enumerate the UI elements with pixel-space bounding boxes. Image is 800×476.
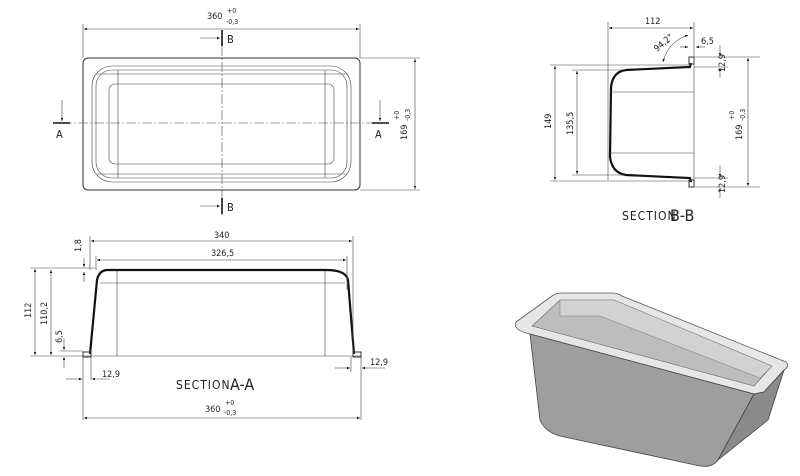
aa-left-flange-dim: 12,9: [102, 370, 120, 380]
aa-total-tol-plus: +0: [225, 399, 234, 407]
section-b-marker-top: B: [227, 33, 234, 46]
aa-height-dim: 112: [24, 303, 34, 318]
aa-wall-dim: 1,8: [74, 239, 84, 252]
width-tol-plus: +0: [227, 7, 236, 15]
aa-inner-len-dim: 326,5: [211, 249, 234, 259]
bb-rim-bottom-dim: 12,9: [718, 175, 728, 193]
bb-flange-dim: 6,5: [701, 37, 714, 47]
bb-total-tol-minus: -0,3: [739, 109, 747, 121]
aa-right-flange-dim: 12,9: [370, 358, 388, 368]
width-dim-text: 360: [207, 12, 222, 22]
bb-total-tol-plus: +0: [728, 111, 736, 120]
top-outer-rim: [82, 57, 361, 191]
aa-inner-height-dim: 110,2: [40, 302, 50, 325]
height-tol-plus: +0: [393, 111, 401, 120]
aa-total-dim: 360: [205, 405, 220, 415]
aa-outer-len-dim: 340: [214, 231, 229, 241]
width-tol-minus: -0,3: [226, 18, 238, 26]
top-view: 360 +0 -0,3 B B A A 169 +0 -0,3: [53, 7, 420, 215]
bb-total-dim: 169: [735, 125, 745, 140]
bb-profile: [608, 62, 693, 183]
section-b-marker-bottom: B: [227, 201, 234, 214]
aa-title-word: SECTION: [176, 378, 231, 392]
section-bb: 112 94,2° 6,5 12,9 12,9 149 135,5 169 +0…: [544, 17, 760, 225]
bb-rim-top-dim: 12,9: [718, 54, 728, 72]
aa-total-tol-minus: -0,3: [224, 409, 236, 417]
isometric-view: [514, 292, 788, 467]
iso-front-wall: [529, 333, 755, 467]
top-bottom-panel: [108, 83, 335, 165]
bb-outer-height-dim: 149: [544, 114, 554, 129]
bb-angle-dim: 94,2°: [653, 32, 676, 54]
section-aa: 340 326,5 1,8 112 110,2 6,5 12,9 12,9 SE…: [24, 231, 388, 420]
bb-inner-height-dim: 135,5: [566, 112, 576, 135]
section-a-marker-right: A: [375, 128, 382, 141]
height-tol-minus: -0,3: [404, 109, 412, 121]
top-rim-inner: [91, 65, 352, 183]
bb-title-letters: B-B: [670, 206, 694, 225]
bb-width-dim: 112: [645, 17, 660, 27]
section-a-marker-left: A: [56, 128, 63, 141]
bb-title-word: SECTION: [622, 209, 677, 223]
aa-profile: [88, 268, 356, 355]
aa-rim-dim: 6,5: [55, 330, 65, 343]
aa-title-letters: A-A: [230, 375, 254, 394]
iso-side-wall: [717, 369, 785, 461]
height-dim-text: 169: [400, 125, 410, 140]
